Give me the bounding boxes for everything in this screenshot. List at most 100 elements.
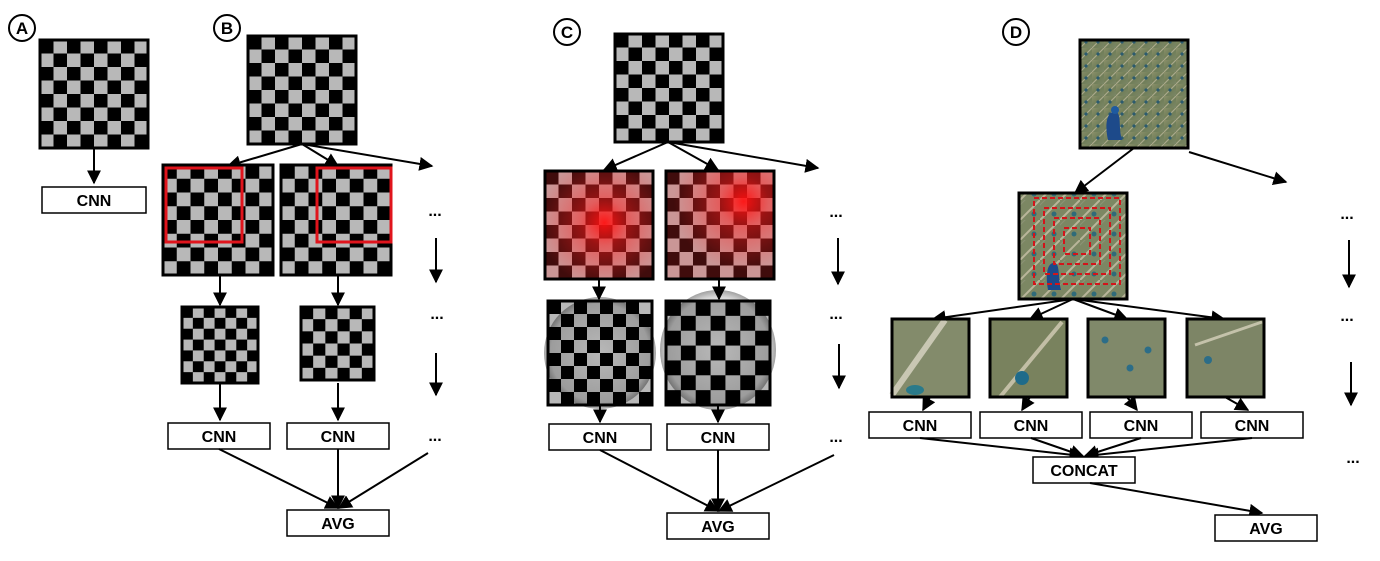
- panel-c-arrow-10: [717, 454, 835, 512]
- checker-square: [322, 247, 336, 262]
- checker-square: [40, 80, 54, 94]
- panel-d-arrow-2: [1188, 151, 1288, 185]
- panel-d-peacock-head: [1111, 106, 1119, 114]
- checker-square: [80, 94, 94, 108]
- checker-square: [349, 343, 362, 356]
- panel-d-concat-text: CONCAT: [1050, 463, 1117, 480]
- panel-d-arrow-12: [1030, 437, 1085, 459]
- panel-c-more-1: ...: [829, 204, 842, 221]
- panel-d-zoom-image: [1017, 191, 1129, 301]
- checker-square: [302, 103, 316, 117]
- checker-square: [294, 247, 309, 262]
- checker-square: [231, 247, 246, 262]
- panel-d-patch-4: [1185, 317, 1266, 399]
- checker-square: [363, 178, 378, 193]
- checker-square: [261, 63, 275, 77]
- panel-a-badge: [8, 14, 36, 42]
- panel-c-arrow-3: [667, 141, 820, 173]
- checker-square: [261, 90, 275, 104]
- panel-c-cnn-text-2: CNN: [701, 430, 736, 447]
- checker-square: [302, 76, 316, 90]
- checker-square: [336, 178, 350, 193]
- panel-d-patch-ring-1: [1033, 197, 1121, 285]
- checker-square: [696, 74, 710, 88]
- checker-square: [669, 101, 683, 115]
- checker-square: [248, 76, 262, 90]
- panel-c-cnn-box-2: [666, 423, 770, 451]
- panel-d-arrow-1: [1073, 147, 1135, 194]
- panel-d-patch-2-eye: [1015, 371, 1029, 385]
- checker-square: [245, 261, 260, 275]
- panel-d-patch-4-fill: [1187, 319, 1264, 397]
- panel-b-crop-image-2: [279, 163, 393, 277]
- checker-square: [615, 128, 629, 142]
- panel-c-arrow-1: [602, 141, 669, 172]
- checker-square: [275, 103, 289, 117]
- panel-c-input-checkerboard: [613, 32, 725, 144]
- panel-b-more-1: ...: [428, 203, 441, 220]
- checker-background: [182, 307, 258, 383]
- checker-square: [669, 74, 683, 88]
- checker-square: [325, 343, 338, 356]
- checker-square: [121, 80, 135, 94]
- panel-d-patch-3-fill: [1088, 319, 1165, 397]
- checker-square: [336, 261, 350, 275]
- checker-square: [281, 233, 295, 248]
- panel-d-patch-3-eye-3: [1144, 346, 1152, 354]
- panel-d-more-1: ...: [1340, 206, 1353, 223]
- panel-d-cnn-box-2: [979, 411, 1083, 439]
- checker-square: [94, 80, 108, 94]
- panel-a-cnn-box: [41, 186, 147, 214]
- checker-square: [322, 220, 336, 234]
- checker-square: [218, 206, 232, 220]
- checker-square: [248, 103, 262, 117]
- panel-d-patch-2-feather: [998, 320, 1064, 399]
- checker-square: [67, 53, 81, 67]
- checker-square: [361, 355, 374, 368]
- panel-b-crop-box-1: [164, 166, 244, 244]
- panel-b-label: B: [221, 19, 233, 38]
- panel-d-patch-grid: [1033, 197, 1121, 285]
- panel-d-patch-1-eye: [906, 385, 924, 395]
- panel-d-more-2: ...: [1340, 308, 1353, 325]
- panel-d-arrow-4: [1028, 298, 1074, 321]
- panel-d-cnn-box-1: [868, 411, 972, 439]
- checker-square: [176, 247, 191, 262]
- checker-square: [342, 90, 356, 104]
- checker-square: [245, 233, 260, 248]
- panel-c-warped-image-1: [544, 297, 656, 409]
- panel-d-arrow-8: [1021, 395, 1035, 412]
- panel-a-label: A: [16, 19, 28, 38]
- checker-square: [615, 74, 629, 88]
- panel-b-more-3: ...: [428, 428, 441, 445]
- checker-square: [709, 115, 723, 129]
- checker-square: [204, 192, 218, 207]
- panel-c-distorted-image-1: [543, 169, 655, 281]
- checker-square: [315, 36, 329, 50]
- checker-square: [615, 47, 629, 61]
- checker-square: [308, 178, 323, 193]
- checker-square: [190, 261, 205, 275]
- checker-square: [628, 34, 642, 48]
- checker-square: [615, 101, 629, 115]
- panel-d-peacock-image: [1078, 38, 1190, 150]
- checker-square: [642, 47, 656, 61]
- checker-square: [302, 130, 316, 144]
- checker-square: [682, 115, 696, 129]
- panel-c-cnn-text-1: CNN: [583, 430, 618, 447]
- checker-square: [349, 247, 364, 262]
- checker-square: [203, 317, 215, 329]
- checker-square: [218, 261, 232, 275]
- checker-square: [121, 134, 135, 148]
- checker-square: [337, 355, 350, 368]
- checker-square: [308, 261, 323, 275]
- checker-square: [190, 206, 205, 220]
- checker-square: [134, 121, 148, 135]
- checker-square: [259, 220, 273, 234]
- checker-square: [182, 361, 193, 373]
- panel-c-warped-image-2: [660, 290, 776, 410]
- panel-c: C ... ...: [543, 18, 846, 540]
- checker-square: [669, 128, 683, 142]
- panel-d-avg-text: AVG: [1249, 521, 1282, 538]
- checker-square: [313, 355, 326, 368]
